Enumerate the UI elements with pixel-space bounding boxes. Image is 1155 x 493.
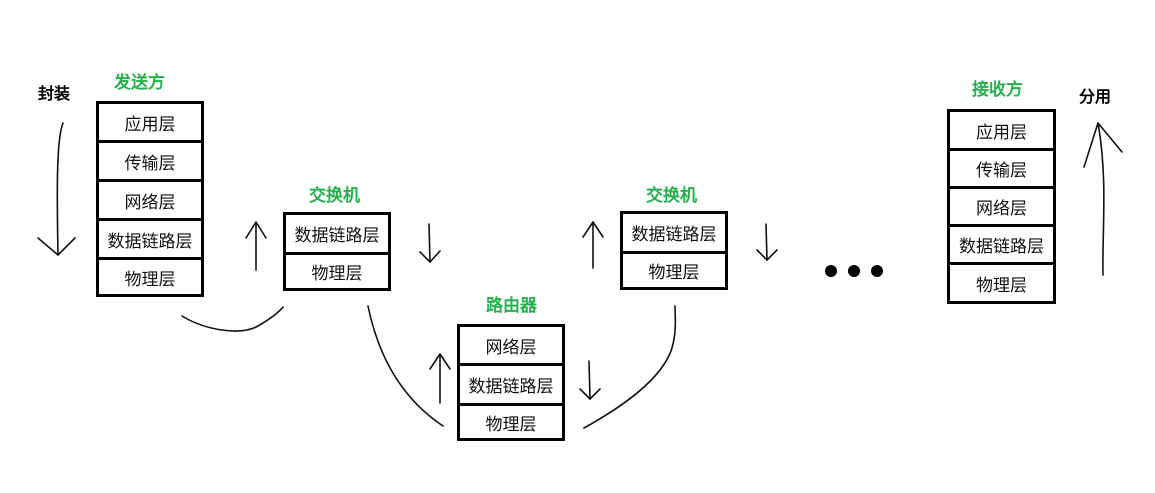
router-title: 路由器 bbox=[486, 296, 537, 316]
encapsulate-arrow-head bbox=[37, 237, 76, 256]
receiver-layer-network: 网络层 bbox=[950, 189, 1053, 227]
sender-stack: 应用层 传输层 网络层 数据链路层 物理层 bbox=[96, 101, 204, 297]
receiver-layer-application: 应用层 bbox=[950, 112, 1053, 151]
switch1-layer-physical: 物理层 bbox=[311, 264, 363, 284]
sender-layer-datalink: 数据链路层 bbox=[99, 221, 201, 260]
sender-layer-application: 应用层 bbox=[99, 104, 201, 143]
switch1-down-arrow bbox=[428, 223, 431, 263]
link-router-switch2 bbox=[583, 305, 677, 429]
ellipsis-dot bbox=[871, 265, 883, 277]
encapsulate-arrow bbox=[56, 122, 64, 256]
router-down-arrow bbox=[588, 360, 591, 400]
receiver-layer-transport: 传输层 bbox=[950, 151, 1053, 189]
sender-title: 发送方 bbox=[114, 73, 165, 93]
receiver-stack: 应用层 传输层 网络层 数据链路层 物理层 bbox=[947, 109, 1056, 304]
link-switch1-router bbox=[367, 305, 444, 427]
receiver-layer-datalink: 数据链路层 bbox=[950, 227, 1053, 265]
switch2-stack: 数据链路层 物理层 bbox=[620, 211, 728, 290]
switch1-stack: 数据链路层 物理层 bbox=[283, 212, 391, 291]
switch2-layer-datalink: 数据链路层 bbox=[623, 214, 725, 254]
router-layer-datalink: 数据链路层 bbox=[460, 366, 562, 406]
sender-layer-network: 网络层 bbox=[99, 182, 201, 221]
router-layer-network: 网络层 bbox=[460, 327, 562, 366]
switch1-layer-datalink: 数据链路层 bbox=[286, 215, 388, 255]
switch2-layer-physical: 物理层 bbox=[648, 263, 700, 283]
switch2-title: 交换机 bbox=[646, 186, 697, 206]
switch1-title: 交换机 bbox=[309, 186, 360, 206]
ellipsis-dot bbox=[825, 265, 837, 277]
ellipsis-dot bbox=[848, 265, 860, 277]
demultiplex-arrow bbox=[1097, 122, 1105, 276]
router-layer-physical: 物理层 bbox=[485, 414, 537, 435]
sender-layer-transport: 传输层 bbox=[99, 143, 201, 182]
router-stack: 网络层 数据链路层 物理层 bbox=[457, 324, 565, 441]
encapsulate-label: 封装 bbox=[38, 84, 71, 103]
receiver-layer-physical: 物理层 bbox=[976, 275, 1027, 296]
link-sender-switch1 bbox=[181, 306, 284, 332]
receiver-title: 接收方 bbox=[972, 80, 1023, 100]
switch2-down-arrow bbox=[765, 223, 768, 261]
demultiplex-arrow-head bbox=[1083, 122, 1123, 168]
demultiplex-label: 分用 bbox=[1079, 87, 1112, 106]
sender-layer-physical: 物理层 bbox=[124, 269, 176, 290]
